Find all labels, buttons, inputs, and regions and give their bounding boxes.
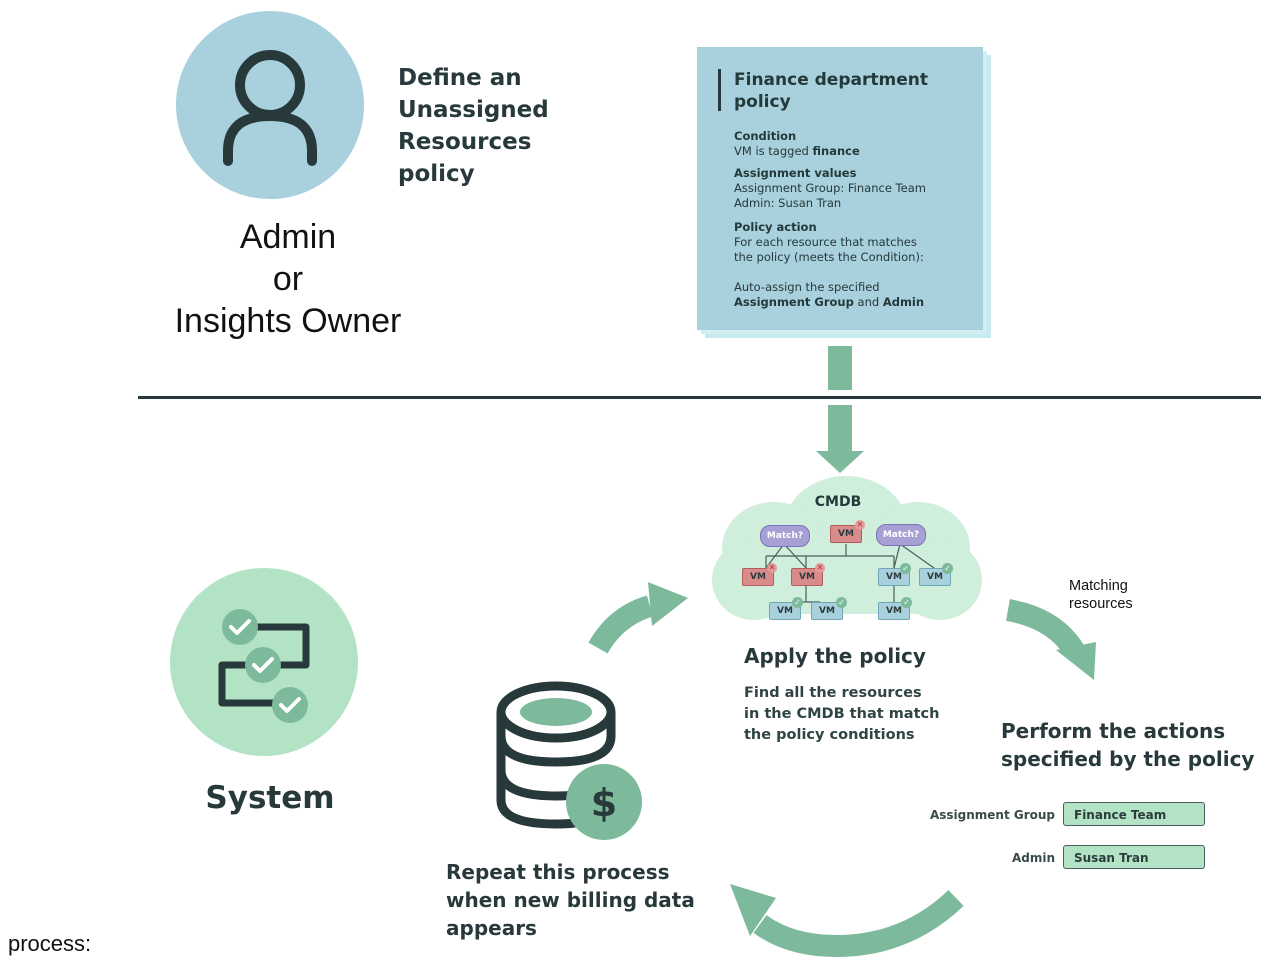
vm-label: VM xyxy=(886,572,902,582)
vm-label: VM xyxy=(819,606,835,616)
role-admin: Admin xyxy=(239,218,337,256)
vm-label: VM xyxy=(886,606,902,616)
apply-description: Find all the resources in the CMDB that … xyxy=(744,685,940,743)
check-icon: ✓ xyxy=(942,563,953,574)
cmdb-title: CMDB xyxy=(814,494,862,510)
assignment-admin-text: Admin: Susan Tran xyxy=(734,196,842,210)
role-insights-owner: Insights Owner xyxy=(174,302,402,340)
action-text-1: For each resource that matches xyxy=(734,235,917,249)
admin-avatar xyxy=(176,11,364,199)
vm-label: VM xyxy=(750,572,766,582)
vm-node-unmatched: VM xyxy=(742,568,774,586)
apply-title: Apply the policy xyxy=(744,644,926,668)
vm-label: VM xyxy=(927,572,943,582)
perform-title: Perform the actions specified by the pol… xyxy=(1001,719,1255,771)
policy-card-title: Finance department policy xyxy=(734,70,928,112)
x-icon: ✕ xyxy=(815,563,825,573)
card-title-accent xyxy=(718,69,721,111)
cycle-arrow-up xyxy=(586,576,690,656)
assignment-group-label: Assignment Group xyxy=(929,808,1055,822)
billing-database-icon: $ xyxy=(496,681,642,840)
vm-node-matched: VM xyxy=(811,602,843,620)
policy-card: Finance department policy Condition VM i… xyxy=(697,47,983,330)
policy-action-section: Policy action For each resource that mat… xyxy=(734,220,974,310)
admin-field: Susan Tran xyxy=(1063,845,1205,869)
cycle-arrow-back xyxy=(726,878,966,958)
vm-node-unmatched: VM xyxy=(830,525,862,543)
vm-label: VM xyxy=(799,572,815,582)
x-icon: ✕ xyxy=(767,563,777,573)
person-icon xyxy=(176,11,364,199)
role-or: or xyxy=(272,260,304,298)
checklist-process-icon xyxy=(170,568,358,756)
vm-node-unmatched: VM xyxy=(791,568,823,586)
vm-label: VM xyxy=(777,606,793,616)
check-icon: ✓ xyxy=(792,597,803,608)
action-text-2: the policy (meets the Condition): xyxy=(734,250,924,264)
action-admin: Admin xyxy=(882,295,925,309)
actor-system-divider xyxy=(138,396,1261,399)
assignment-section: Assignment values Assignment Group: Fina… xyxy=(734,166,974,211)
condition-text: VM is tagged xyxy=(734,144,809,158)
vm-label: VM xyxy=(838,529,854,539)
process-label: process: xyxy=(8,931,92,956)
svg-text:$: $ xyxy=(591,781,617,825)
action-group: Assignment Group xyxy=(734,295,854,309)
condition-section: Condition VM is tagged finance xyxy=(734,129,974,159)
card-connector xyxy=(828,346,852,390)
billing-database: $ xyxy=(494,678,646,844)
action-label: Policy action xyxy=(734,220,817,234)
action-and: and xyxy=(857,295,880,309)
condition-label: Condition xyxy=(734,129,797,143)
define-policy-heading: Define an Unassigned Resources policy xyxy=(398,65,549,187)
assignment-group-text: Assignment Group: Finance Team xyxy=(734,181,926,195)
x-icon: ✕ xyxy=(855,520,865,530)
check-icon: ✓ xyxy=(836,597,847,608)
check-icon: ✓ xyxy=(900,563,911,574)
condition-tag: finance xyxy=(812,144,860,158)
match-node: Match? xyxy=(760,525,810,547)
down-arrow xyxy=(816,405,864,473)
cycle-arrow-right xyxy=(1004,596,1100,680)
admin-label: Admin xyxy=(1011,851,1055,865)
assignment-label: Assignment values xyxy=(734,166,857,180)
matching-resources-label: Matching resources xyxy=(1069,578,1133,612)
repeat-text: Repeat this process when new billing dat… xyxy=(446,860,695,940)
assignment-group-field: Finance Team xyxy=(1063,802,1205,826)
system-avatar xyxy=(170,568,358,756)
system-label: System xyxy=(205,780,335,816)
actor-roles: Admin or Insights Owner xyxy=(138,216,438,342)
action-text-3: Auto-assign the specified xyxy=(734,280,880,294)
check-icon: ✓ xyxy=(901,597,912,608)
match-node: Match? xyxy=(876,524,926,546)
